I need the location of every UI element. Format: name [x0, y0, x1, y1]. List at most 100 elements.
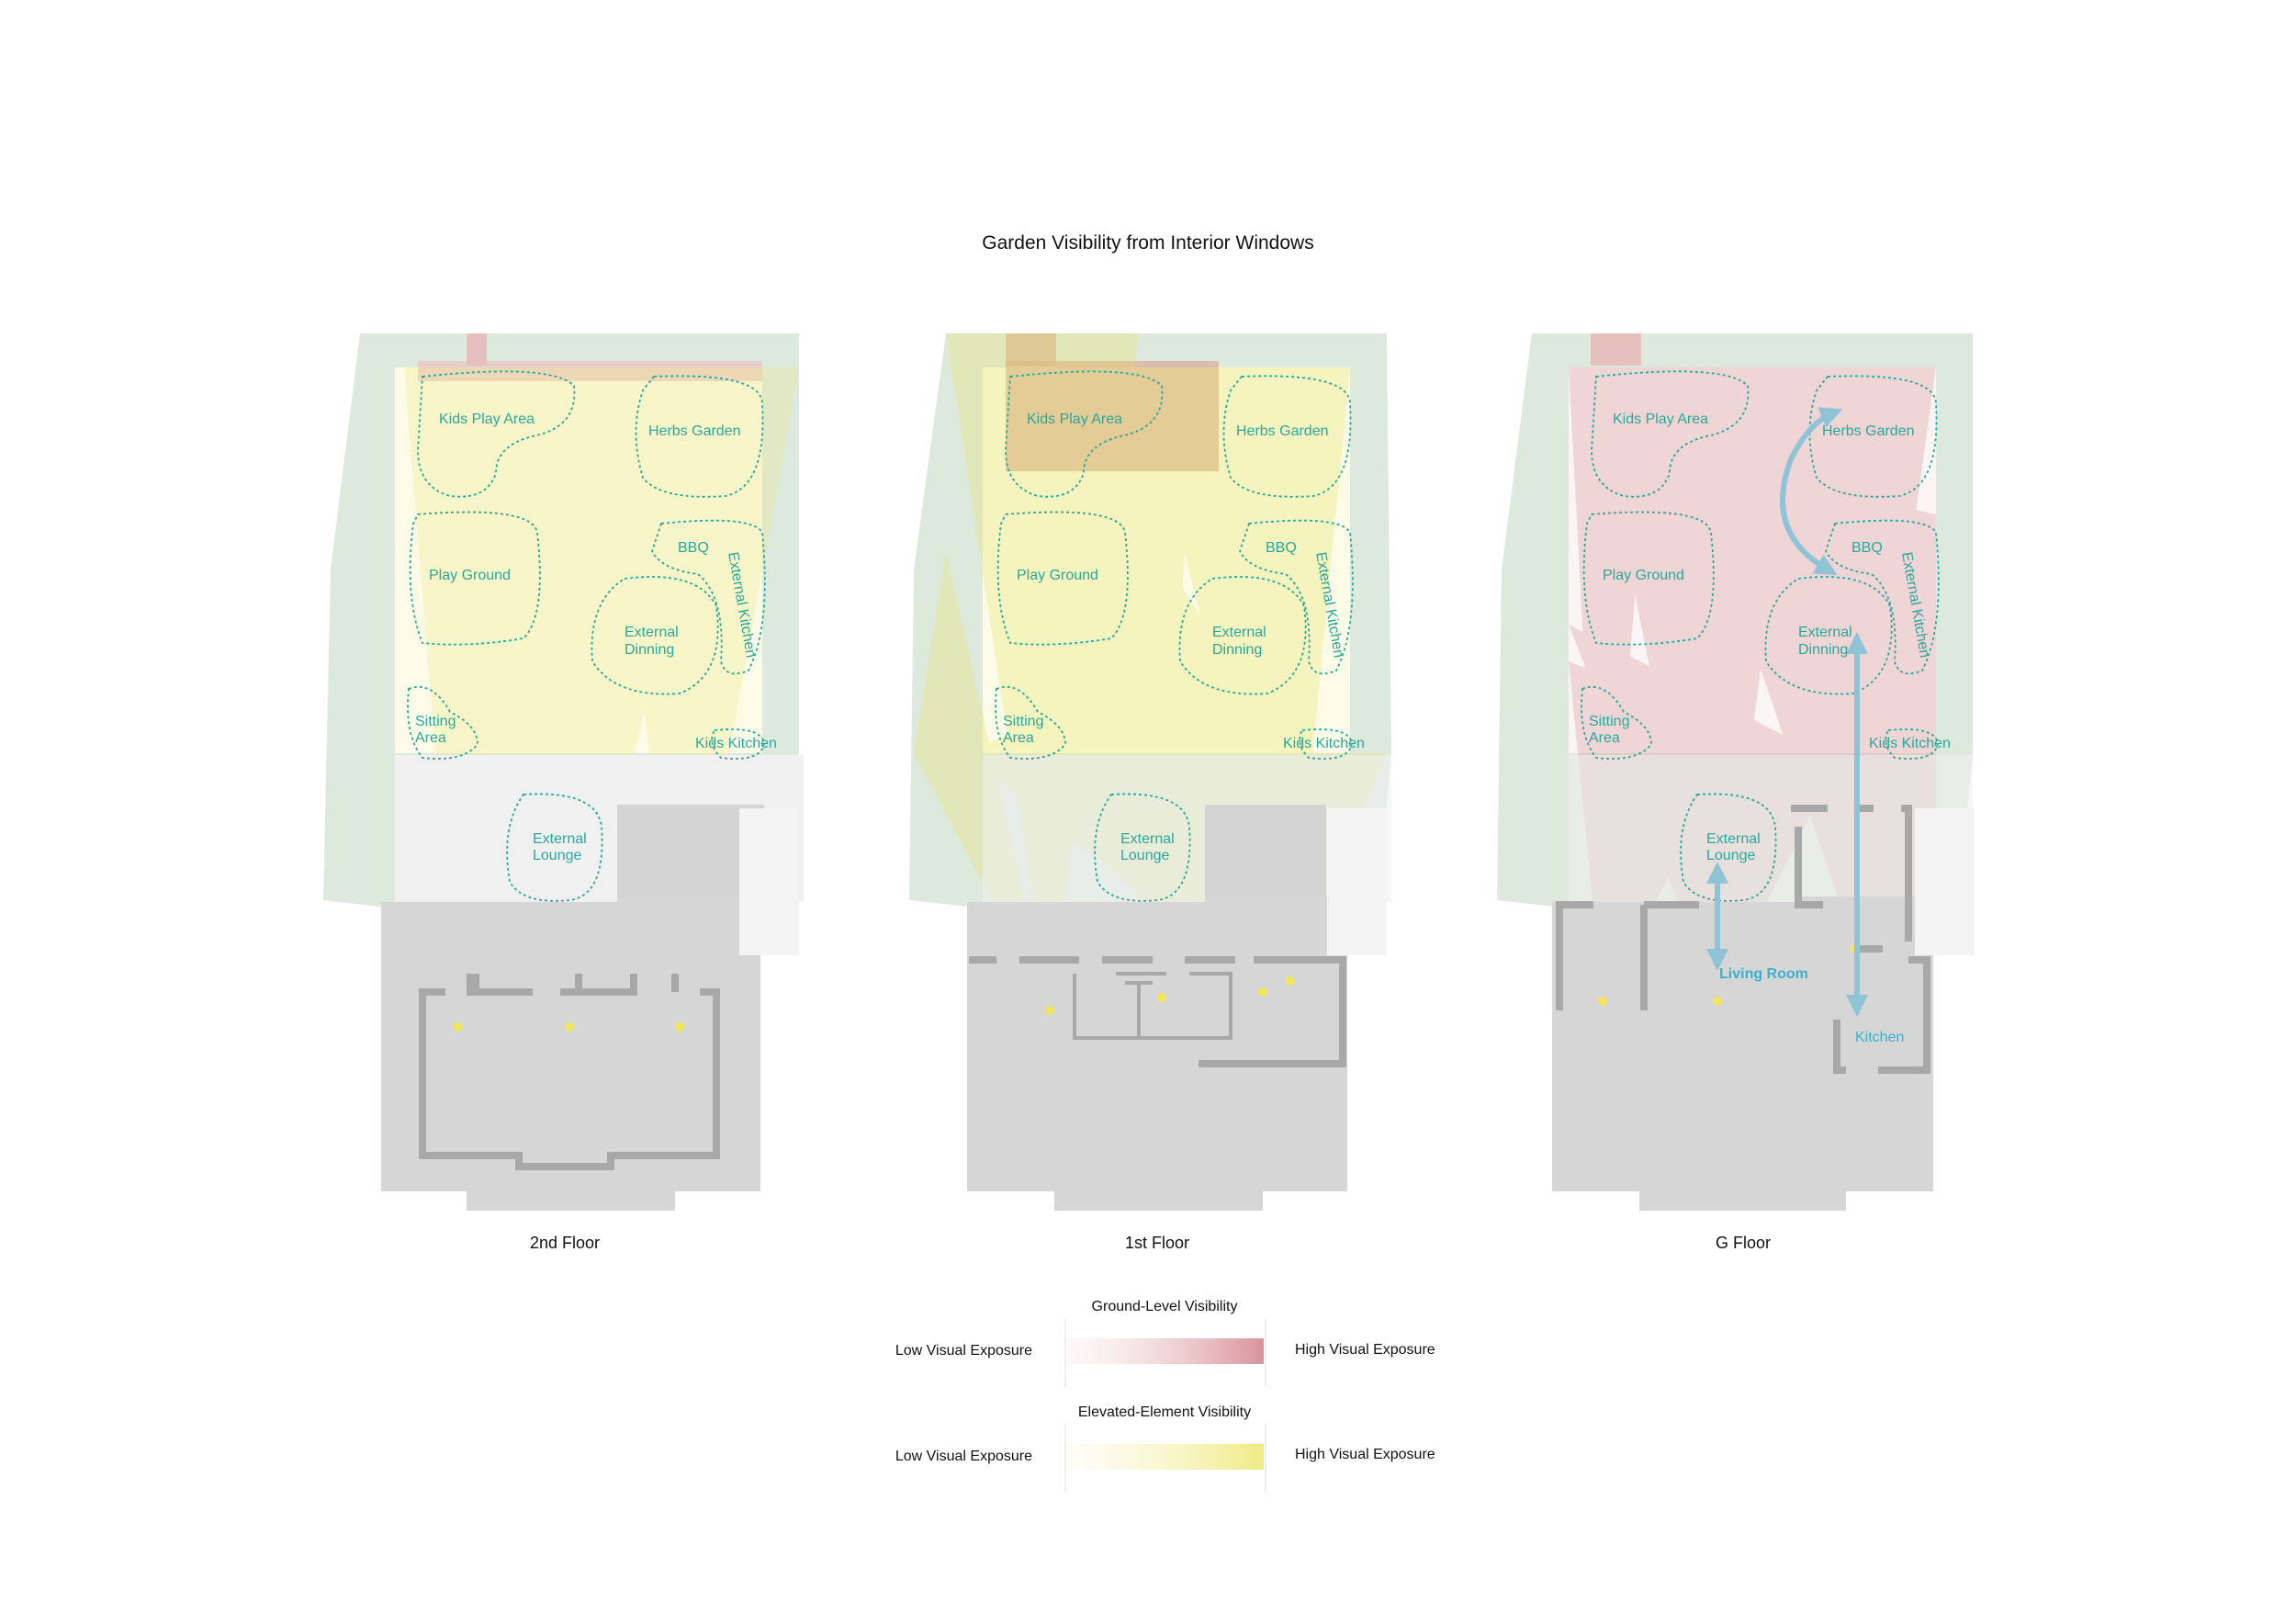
- room-labels: Living Room Kitchen: [1719, 966, 1904, 1045]
- label-sitting-area-1: Sitting: [415, 714, 456, 729]
- zone-external-dinning: [1178, 576, 1307, 695]
- zone-bbq-kitchen: [651, 519, 766, 675]
- label-herbs-garden: Herbs Garden: [1236, 423, 1329, 439]
- zone-play-ground: [996, 511, 1129, 646]
- window-marker: [1157, 993, 1166, 1002]
- label-bbq: BBQ: [1851, 540, 1883, 556]
- zone-play-ground: [409, 511, 541, 646]
- plan-g-floor: Kids Play Area Herbs Garden Play Ground …: [1497, 333, 1975, 1252]
- paving: [1915, 808, 1975, 955]
- label-external-dinning-1: External: [1798, 625, 1852, 640]
- plan-caption-g-floor: G Floor: [1716, 1234, 1771, 1252]
- zone-outlines: [995, 370, 1354, 902]
- label-external-dinning-2: Dinning: [1212, 642, 1262, 658]
- label-living-room: Living Room: [1719, 966, 1808, 982]
- building-footprint: [967, 897, 1347, 1211]
- label-external-dinning-2: Dinning: [625, 642, 674, 658]
- walls: [969, 956, 1346, 1067]
- zone-bbq-kitchen: [1825, 519, 1940, 675]
- paving: [1327, 808, 1387, 955]
- zone-external-lounge: [506, 793, 603, 902]
- label-external-lounge-2: Lounge: [1706, 848, 1755, 863]
- top-structure: [1006, 361, 1219, 471]
- legend-ground-swatch: [1067, 1338, 1264, 1364]
- label-kitchen: Kitchen: [1855, 1030, 1904, 1045]
- zone-external-dinning: [591, 576, 719, 695]
- label-herbs-garden: Herbs Garden: [1822, 423, 1915, 439]
- label-kids-play-area: Kids Play Area: [1613, 412, 1708, 427]
- label-sitting-area-2: Area: [415, 730, 446, 746]
- plan-caption-1st-floor: 1st Floor: [1125, 1234, 1189, 1252]
- paving: [739, 808, 799, 955]
- legend-ground-high: High Visual Exposure: [1295, 1342, 1435, 1358]
- label-play-ground: Play Ground: [429, 568, 511, 583]
- label-external-dinning-2: Dinning: [1798, 642, 1848, 658]
- zone-outlines: [407, 370, 766, 902]
- zone-play-ground: [1582, 511, 1715, 646]
- label-kids-play-area: Kids Play Area: [439, 412, 535, 427]
- window-marker: [675, 1022, 684, 1032]
- label-external-lounge-1: External: [1120, 831, 1175, 847]
- label-external-lounge-2: Lounge: [1120, 848, 1169, 863]
- garden-plot: [395, 367, 762, 753]
- zone-external-lounge: [1094, 793, 1191, 902]
- window-marker: [565, 1022, 574, 1032]
- windows: [1045, 976, 1295, 1015]
- garden-plot: [1569, 367, 1936, 753]
- zone-herbs-garden: [635, 375, 764, 498]
- label-external-lounge-1: External: [1706, 831, 1761, 847]
- zone-kids-play-area: [1591, 370, 1750, 498]
- window-marker: [453, 1022, 462, 1032]
- legend: Ground-Level Visibility Low Visual Expos…: [895, 1299, 1435, 1493]
- arrow-herbs-bbq: [1780, 407, 1843, 575]
- label-external-lounge-1: External: [533, 831, 587, 847]
- label-kids-kitchen: Kids Kitchen: [695, 736, 777, 751]
- zone-kids-play-area: [417, 370, 576, 498]
- label-external-lounge-2: Lounge: [533, 848, 581, 863]
- legend-elevated-title: Elevated-Element Visibility: [1078, 1404, 1251, 1420]
- label-play-ground: Play Ground: [1603, 568, 1684, 583]
- legend-elevated-low: Low Visual Exposure: [895, 1449, 1032, 1464]
- window-marker: [1713, 997, 1722, 1006]
- label-sitting-area-2: Area: [1589, 730, 1620, 746]
- plan-2nd-floor: Kids Play Area Herbs Garden Play Ground …: [323, 333, 804, 1252]
- top-structure: [1591, 333, 1641, 366]
- diagram-title: Garden Visibility from Interior Windows: [982, 232, 1313, 254]
- legend-elevated-swatch: [1067, 1444, 1264, 1470]
- zone-sitting-area: [995, 685, 1066, 760]
- zone-bbq-kitchen: [1239, 519, 1354, 675]
- label-herbs-garden: Herbs Garden: [648, 423, 741, 439]
- label-play-ground: Play Ground: [1017, 568, 1098, 583]
- label-bbq: BBQ: [1266, 540, 1297, 556]
- zone-kids-kitchen: [1299, 728, 1353, 760]
- label-kids-kitchen: Kids Kitchen: [1869, 736, 1951, 751]
- circulation-arrows: [1706, 407, 1868, 1017]
- zone-kids-kitchen: [711, 728, 765, 760]
- window-marker: [1598, 997, 1607, 1006]
- label-external-dinning-1: External: [1212, 625, 1266, 640]
- label-sitting-area-1: Sitting: [1589, 714, 1629, 729]
- label-sitting-area-1: Sitting: [1003, 714, 1043, 729]
- plan-1st-floor: Kids Play Area Herbs Garden Play Ground …: [909, 333, 1391, 1252]
- walls: [419, 974, 720, 1170]
- window-marker: [1286, 976, 1295, 986]
- label-kids-kitchen: Kids Kitchen: [1283, 736, 1365, 751]
- building-wing: [1205, 805, 1326, 902]
- window-marker: [1045, 1006, 1054, 1015]
- zone-herbs-garden: [1222, 375, 1352, 498]
- zone-kids-play-area: [1005, 370, 1164, 498]
- zone-herbs-garden: [1808, 375, 1938, 498]
- top-structure: [1006, 333, 1056, 366]
- label-external-dinning-1: External: [625, 625, 679, 640]
- walls-interior: [1073, 972, 1232, 1040]
- label-kids-play-area: Kids Play Area: [1027, 412, 1122, 427]
- top-structure: [467, 333, 487, 366]
- zone-kids-kitchen: [1885, 728, 1939, 760]
- zone-sitting-area: [407, 685, 478, 760]
- zone-external-lounge: [1680, 793, 1777, 902]
- label-sitting-area-2: Area: [1003, 730, 1034, 746]
- legend-ground-low: Low Visual Exposure: [895, 1343, 1032, 1359]
- zone-sitting-area: [1581, 685, 1652, 760]
- legend-elevated-high: High Visual Exposure: [1295, 1447, 1435, 1462]
